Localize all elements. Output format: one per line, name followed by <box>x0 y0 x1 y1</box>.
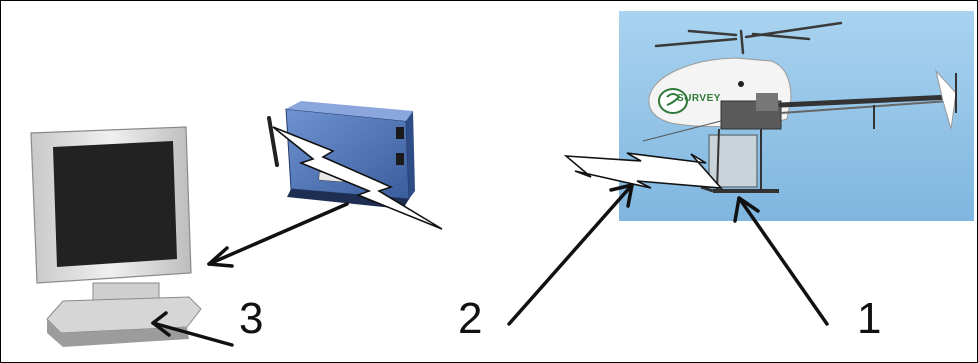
antenna-icon <box>269 118 277 165</box>
label-wireless-link: 2 <box>458 297 482 341</box>
monitor-screen <box>53 141 177 267</box>
helicopter-logo-text: SURVEY <box>677 93 721 104</box>
label-helicopter: 1 <box>857 297 881 341</box>
helicopter-photo <box>619 11 974 221</box>
data-logger-device <box>269 101 415 209</box>
arrow-label2-to-signal <box>509 185 632 324</box>
label-computer: 3 <box>239 297 263 341</box>
computer-monitor <box>31 127 201 347</box>
arrow-logger-to-monitor <box>209 204 347 264</box>
